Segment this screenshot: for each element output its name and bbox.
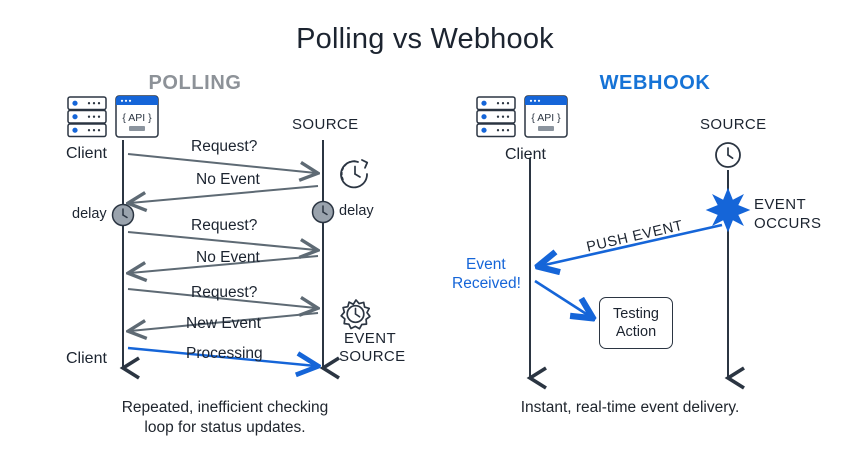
event-burst-icon [705,187,751,233]
webhook-event-line1: EVENT [754,196,807,213]
arrow-no-event-2 [130,255,319,273]
polling-event-source-line2: SOURCE [339,348,406,365]
server-rack-icon [67,96,107,138]
webhook-heading: WEBHOOK [599,72,711,94]
polling-heading: POLLING [148,72,242,94]
webhook-event-line2: OCCURS [754,215,822,232]
delay-badge-client-icon [111,203,135,227]
polling-message-request-2: Request? [191,217,258,234]
api-window-icon: { API } [524,95,568,138]
polling-message-no-event-2: No Event [196,249,260,266]
svg-text:{ API }: { API } [531,112,561,124]
arrow-new-event [130,312,319,331]
polling-message-new-event: New Event [186,315,261,332]
svg-text:{ API }: { API } [122,112,152,124]
clock-refresh-icon [340,159,369,189]
arrow-processing [127,346,316,366]
delay-badge-source-icon [311,200,335,224]
polling-source-label: SOURCE [292,116,359,133]
arrow-request-2 [127,231,316,250]
polling-delay-left-label: delay [72,206,107,222]
testing-action-box[interactable]: Testing Action [599,297,673,349]
server-rack-icon [476,96,516,138]
clock-icon [715,142,741,168]
polling-event-source-line1: EVENT [344,330,397,347]
arrow-to-testing-action [534,279,591,317]
webhook-received-line1: Event [466,256,506,273]
arrow-request-3 [127,288,316,308]
polling-message-request-3: Request? [191,284,258,301]
api-window-icon: { API } [115,95,159,138]
polling-message-processing: Processing [186,345,263,362]
webhook-received-line2: Received! [452,275,521,292]
gear-clock-icon [340,299,371,330]
polling-message-no-event-1: No Event [196,171,260,188]
page-title: Polling vs Webhook [296,23,554,55]
webhook-caption-line1: Instant, real-time event delivery. [520,399,740,416]
polling-message-request-1: Request? [191,138,258,155]
testing-action-line1: Testing [613,305,659,322]
webhook-source-label: SOURCE [700,116,767,133]
arrow-request-1 [127,153,316,173]
arrow-push-event [540,223,723,266]
polling-client-label-top: Client [66,145,107,162]
arrow-no-event-1 [130,185,319,203]
polling-caption-line1: Repeated, inefficient checking [121,399,329,416]
polling-caption-line2: loop for status updates. [144,419,306,436]
webhook-client-label: Client [505,146,546,163]
polling-client-label-bottom: Client [66,350,107,367]
polling-delay-right-label: delay [339,203,374,219]
testing-action-line2: Action [615,324,657,340]
